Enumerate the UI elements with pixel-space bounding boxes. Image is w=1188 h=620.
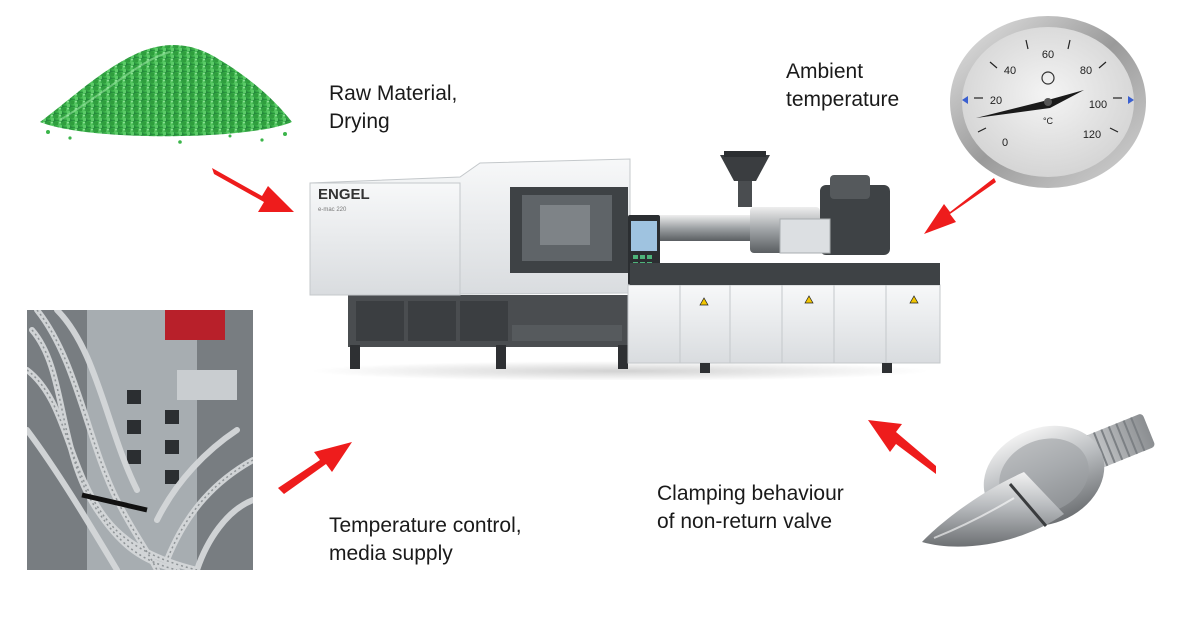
thermometer-label-100: 100	[1089, 99, 1107, 111]
thermometer-unit: °C	[1043, 116, 1054, 126]
thermometer-label-80: 80	[1080, 65, 1092, 77]
non-return-valve-image	[914, 414, 1164, 574]
plastic-granules-image	[30, 30, 300, 150]
thermometer-dial-image: 0 20 40 60 80 100 120 °C	[948, 14, 1148, 190]
thermometer-label-60: 60	[1042, 49, 1054, 61]
caption-ambient-temperature: Ambient temperature	[786, 60, 900, 111]
thermometer-label-40: 40	[1004, 65, 1016, 77]
thermometer-label-0: 0	[1002, 137, 1008, 149]
arrow-raw-material	[208, 150, 298, 220]
media-supply-hoses-image	[27, 310, 253, 570]
machine-model-label: e-mac 220	[318, 207, 347, 213]
caption-raw-material: Raw Material, Drying	[329, 82, 458, 133]
caption-temperature-control: Temperature control, media supply	[329, 514, 522, 565]
thermometer-label-20: 20	[990, 95, 1002, 107]
arrow-temperature-control	[272, 436, 356, 500]
arrow-ambient-temperature	[920, 176, 1000, 238]
machine-brand-logo: ENGEL	[318, 186, 370, 203]
caption-clamping-behaviour: Clamping behaviour of non-return valve	[657, 482, 844, 533]
injection-moulding-machine: ENGEL e-mac 220	[300, 145, 945, 380]
arrow-clamping-behaviour	[862, 416, 942, 482]
thermometer-label-120: 120	[1083, 129, 1101, 141]
